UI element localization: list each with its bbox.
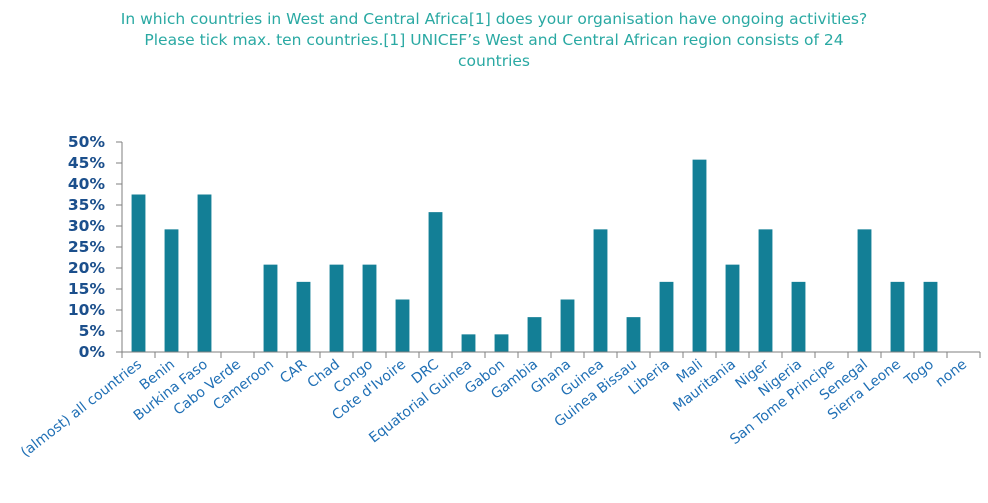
y-tick-label: 25% — [68, 238, 106, 256]
y-tick-label: 0% — [79, 343, 106, 361]
x-tick-label: none — [933, 357, 970, 391]
chart-title: In which countries in West and Central A… — [60, 9, 928, 72]
y-tick-label: 50% — [68, 133, 106, 151]
bar — [197, 194, 212, 352]
bar — [296, 281, 311, 352]
bar — [362, 264, 377, 352]
title-line-2: Please tick max. ten countries.[1] UNICE… — [144, 31, 844, 49]
y-tick-label: 10% — [68, 301, 106, 319]
x-tick-label: Togo — [901, 357, 937, 390]
y-tick-label: 15% — [68, 280, 106, 298]
bar — [725, 264, 740, 352]
x-tick-label: (almost) all countries — [18, 357, 145, 461]
bar — [857, 229, 872, 352]
bar — [395, 299, 410, 352]
bar — [428, 212, 443, 352]
title-line-1: In which countries in West and Central A… — [120, 10, 868, 28]
y-tick-label: 35% — [68, 196, 106, 214]
x-axis — [121, 142, 981, 358]
x-tick-label: Mauritania — [670, 357, 739, 416]
bars — [131, 159, 938, 352]
bar — [791, 281, 806, 352]
y-tick-label: 45% — [68, 154, 106, 172]
y-tick-label: 5% — [79, 322, 106, 340]
bar — [692, 159, 707, 352]
bar — [659, 281, 674, 352]
y-tick-label: 30% — [68, 217, 106, 235]
y-axis-ticks: 0% 5% 10% 15% 20% 25% 30% 35% 40% 45% 50% — [68, 133, 122, 361]
bar — [758, 229, 773, 352]
y-tick-label: 40% — [68, 175, 106, 193]
bar — [626, 317, 641, 352]
y-tick-label: 20% — [68, 259, 106, 277]
bar — [890, 281, 905, 352]
bar — [131, 194, 146, 352]
bar — [923, 281, 938, 352]
bar — [164, 229, 179, 352]
bar — [560, 299, 575, 352]
bar — [494, 334, 509, 352]
x-tick-label: CAR — [277, 356, 310, 387]
bar — [263, 264, 278, 352]
bar — [461, 334, 476, 352]
bar — [593, 229, 608, 352]
bar — [329, 264, 344, 352]
title-line-3: countries — [457, 52, 531, 70]
bar — [527, 317, 542, 352]
